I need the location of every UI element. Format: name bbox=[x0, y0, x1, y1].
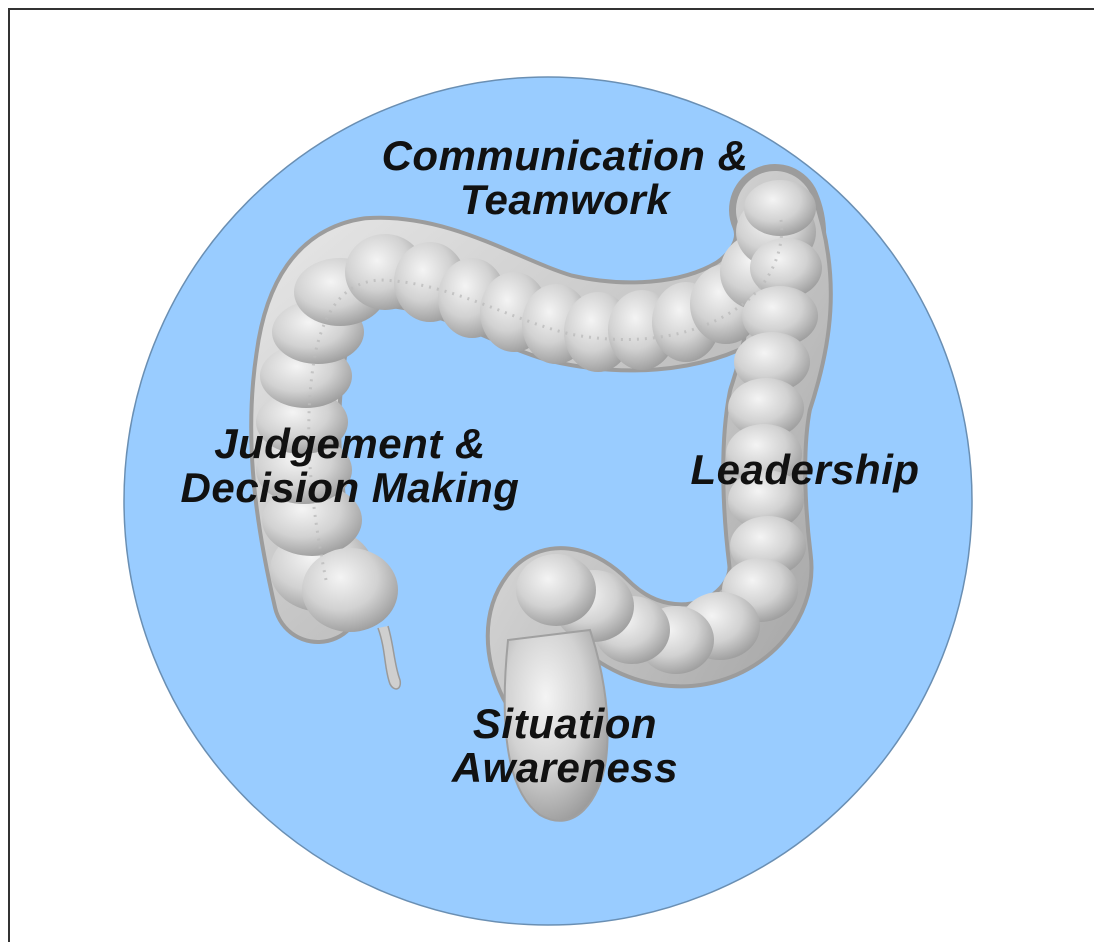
label-situation-line2: Awareness bbox=[451, 744, 679, 792]
label-communication-line2: Teamwork bbox=[459, 176, 671, 224]
label-situation-line1: Situation bbox=[472, 700, 658, 747]
label-situation-awareness: Situation Awareness bbox=[400, 700, 730, 792]
label-communication-teamwork: Communication & Teamwork bbox=[340, 132, 790, 224]
label-leadership-text: Leadership bbox=[690, 446, 920, 493]
label-judgement-line2: Decision Making bbox=[180, 464, 520, 512]
label-leadership: Leadership bbox=[655, 446, 955, 493]
colon-illustration bbox=[249, 164, 833, 822]
label-judgement-decision-making: Judgement & Decision Making bbox=[140, 420, 560, 512]
label-communication-line1: Communication & bbox=[381, 132, 749, 179]
label-judgement-line1: Judgement & bbox=[214, 420, 486, 467]
